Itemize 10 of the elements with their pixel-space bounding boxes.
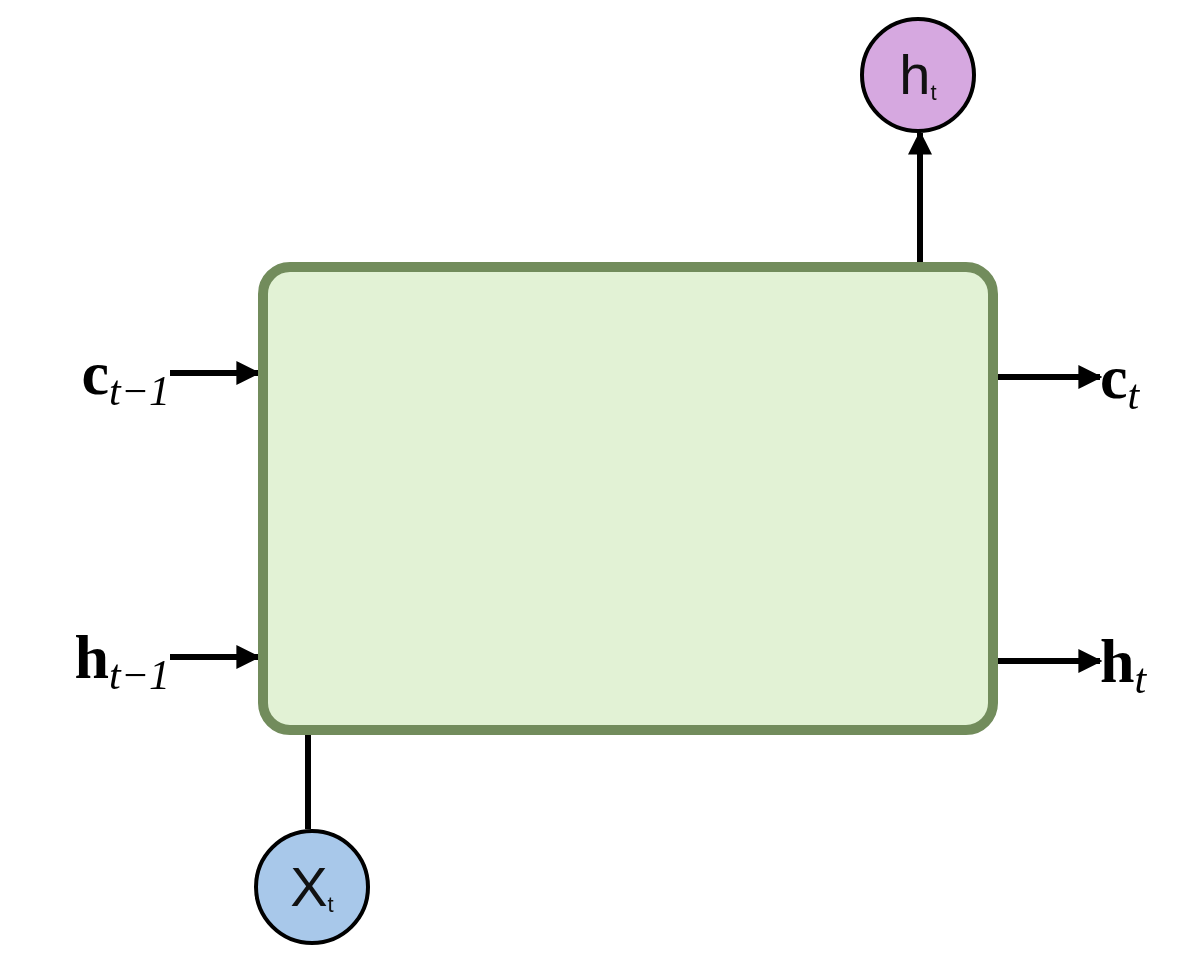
- math-label: h$_{t−1}$: [74, 626, 170, 688]
- connector-line: [305, 735, 311, 829]
- arrow: [998, 649, 1103, 673]
- arrow: [998, 365, 1103, 389]
- cell-box: [258, 262, 998, 735]
- math-label: c$_{t}$: [1100, 346, 1140, 408]
- circle-label: h$_{t}$: [899, 47, 937, 103]
- math-label: h$_{t}$: [1100, 630, 1147, 692]
- circle-label: X$_{t}$: [290, 859, 334, 915]
- math-label: c$_{t−1}$: [81, 342, 170, 404]
